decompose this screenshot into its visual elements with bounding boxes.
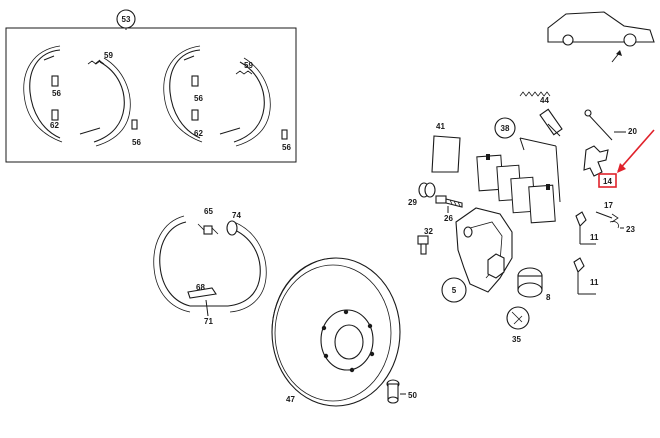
bubble-5[interactable] — [441, 277, 467, 303]
part-8-piston — [517, 267, 543, 298]
label-56-right-upper: 56 — [194, 94, 203, 103]
part-14-anti-rattle-spring — [583, 145, 609, 177]
part-26-bolt — [435, 195, 463, 208]
label-74: 74 — [232, 211, 241, 220]
label-59-right: 59 — [244, 61, 253, 70]
parking-brake-shoes — [153, 215, 267, 313]
label-26: 26 — [444, 214, 453, 223]
kit-frame — [5, 27, 297, 163]
label-41: 41 — [436, 122, 445, 131]
part-29-bushing — [418, 182, 436, 198]
label-8: 8 — [546, 293, 551, 302]
label-71: 71 — [204, 317, 213, 326]
car-locator-arrow — [616, 50, 622, 56]
label-23: 23 — [626, 225, 635, 234]
label-17: 17 — [604, 201, 613, 210]
brake-shoe-pair-left — [23, 45, 138, 147]
highlight-box-14[interactable] — [598, 173, 617, 188]
part-17-pin — [595, 211, 619, 223]
car-locator-icon — [547, 11, 655, 63]
label-47: 47 — [286, 395, 295, 404]
part-68-adjuster — [187, 287, 217, 299]
part-35-tool — [506, 306, 530, 330]
label-65: 65 — [204, 207, 213, 216]
label-50: 50 — [408, 391, 417, 400]
label-68: 68 — [196, 283, 205, 292]
part-20-pin — [584, 109, 613, 141]
label-20: 20 — [628, 127, 637, 136]
part-11-wear-sensor-lower — [573, 257, 596, 295]
brake-shoe-pair-right — [163, 45, 288, 147]
label-62-right: 62 — [194, 129, 203, 138]
highlight-arrow-line — [617, 129, 655, 172]
label-59-left: 59 — [104, 51, 113, 60]
part-32-bleed-screw — [417, 235, 429, 255]
label-14: 14 — [603, 177, 612, 186]
label-5: 5 — [452, 286, 457, 295]
label-56-right-lower: 56 — [282, 143, 291, 152]
label-11-upper: 11 — [590, 233, 599, 242]
part-44-spring — [519, 91, 563, 137]
bubble-38[interactable] — [494, 117, 516, 139]
label-11-lower: 11 — [590, 278, 599, 287]
label-62-left: 62 — [50, 121, 59, 130]
label-29: 29 — [408, 198, 417, 207]
part-23-clip — [609, 221, 619, 229]
label-56-left-lower: 56 — [132, 138, 141, 147]
part-11-wear-sensor-upper — [575, 211, 596, 245]
label-38: 38 — [501, 124, 510, 133]
part-5-caliper-body — [455, 207, 513, 293]
highlight-arrow-head — [617, 163, 626, 173]
part-47-brake-disc — [271, 257, 401, 407]
part-50-screw — [386, 379, 400, 404]
caliper-assembly: 44 20 41 38 14 — [408, 91, 655, 344]
part-41-shim — [431, 135, 461, 173]
label-35: 35 — [512, 335, 521, 344]
label-53: 53 — [122, 15, 131, 24]
parking-brake-kit-box: 53 59 56 62 56 — [5, 9, 297, 163]
label-56-left-upper: 56 — [52, 89, 61, 98]
part-74-cap — [226, 220, 238, 236]
part-38-pad-set — [476, 137, 561, 224]
label-44: 44 — [540, 96, 549, 105]
label-32: 32 — [424, 227, 433, 236]
bubble-53[interactable] — [116, 9, 136, 29]
